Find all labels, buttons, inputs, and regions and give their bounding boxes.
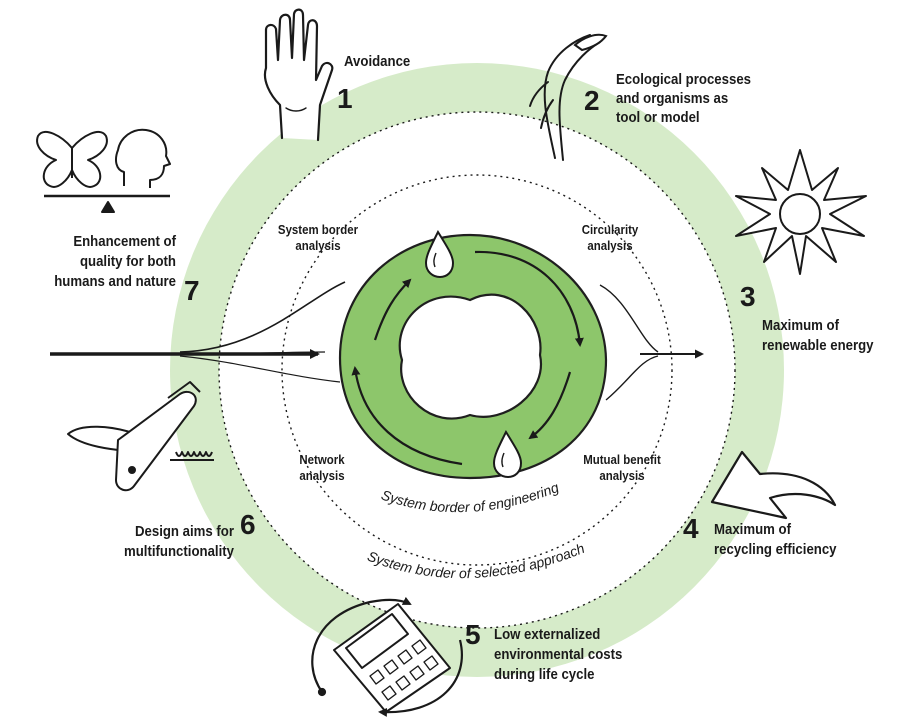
- principle-3-number: 3: [740, 281, 756, 312]
- principle-5-number: 5: [465, 619, 481, 650]
- butterfly-human-balance-icon: [36, 128, 171, 213]
- raised-hand-icon: [263, 8, 334, 142]
- cycle-arrows-icon: [311, 596, 463, 717]
- output-flow: [599, 284, 659, 401]
- pocket-knife-icon: [67, 381, 214, 492]
- principle-2-number: 2: [584, 85, 600, 116]
- water-drop-icon: [424, 229, 455, 279]
- water-drop-icon: [492, 429, 523, 479]
- sun-icon: [735, 149, 867, 275]
- dotted-circle-outer: [218, 111, 736, 629]
- principle-6-number: 6: [240, 509, 256, 540]
- engineering-donut: [338, 229, 608, 480]
- principle-7-label: Enhancement of quality for both humans a…: [54, 233, 176, 290]
- principle-4-number: 4: [683, 513, 699, 544]
- mutual-benefit-analysis-label: Mutual benefit analysis: [583, 452, 661, 483]
- principle-6-label: Design aims for multifunctionality: [124, 523, 234, 560]
- principle-3-label: Maximum of renewable energy: [762, 317, 874, 354]
- dotted-circle-inner: [281, 174, 673, 566]
- circularity-analysis-label: Circularity analysis: [581, 222, 639, 253]
- principle-2-label: Ecological processes and organisms as to…: [616, 71, 751, 126]
- outer-ring-hole: [219, 112, 735, 628]
- curved-arrow-icon: [710, 450, 837, 520]
- principle-4-label: Maximum of recycling efficiency: [714, 521, 837, 558]
- principle-7-number: 7: [184, 275, 200, 306]
- principle-5-label: Low externalized environmental costs dur…: [494, 626, 623, 683]
- network-analysis-label: Network analysis: [299, 452, 345, 483]
- principle-1-number: 1: [337, 83, 353, 114]
- plant-stalk-icon: [529, 33, 608, 161]
- calculator-icon: [333, 603, 451, 713]
- principle-1-label: Avoidance: [344, 53, 411, 70]
- system-border-analysis-label: System border analysis: [277, 222, 359, 253]
